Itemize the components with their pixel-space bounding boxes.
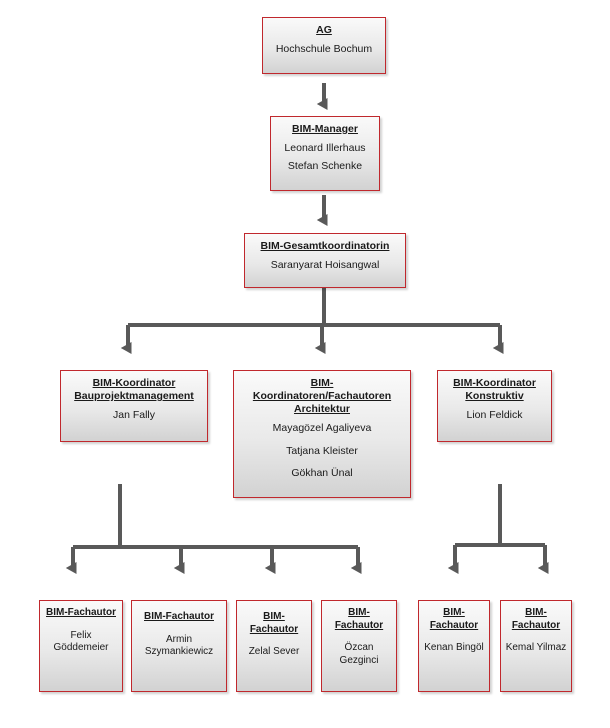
node-koordinator-arch-person-3: Gökhan Ünal [291, 466, 353, 479]
node-gesamtkoordinatorin-title: BIM-Gesamtkoordinatorin [260, 240, 390, 252]
node-fachautor-2-person: Armin Szymankiewicz [144, 633, 214, 658]
node-koordinator-bau-title: BIM-Koordinator Bauprojektmanagement [74, 377, 194, 403]
node-koordinator-bau-person: Jan Fally [112, 409, 155, 422]
node-koordinator-konst-person: Lion Feldick [466, 409, 523, 422]
node-gesamtkoordinatorin-person: Saranyarat Hoisangwal [270, 259, 380, 272]
node-fachautor-4-person: Özcan Gezginci [339, 642, 379, 666]
node-fachautor-5-person: Kenan Bingöl [424, 642, 484, 653]
node-koordinator-arch-title: BIM-Koordinatoren/Fachautoren Architektu… [252, 377, 392, 416]
node-fachautor-4: BIM-Fachautor Özcan Gezginci [321, 600, 397, 692]
node-gesamtkoordinatorin: BIM-Gesamtkoordinatorin Saranyarat Hoisa… [244, 233, 406, 288]
node-fachautor-3: BIM-Fachautor Zelal Sever [236, 600, 312, 692]
node-koordinator-arch-person-2: Tatjana Kleister [286, 444, 358, 457]
node-ag-person: Hochschule Bochum [275, 43, 373, 56]
node-fachautor-3-title: BIM-Fachautor [249, 611, 299, 635]
node-ag-title: AG [316, 24, 332, 36]
node-fachautor-5-title: BIM-Fachautor [429, 607, 479, 631]
node-koordinator-konst: BIM-Koordinator Konstruktiv Lion Feldick [437, 370, 552, 442]
node-fachautor-6-title: BIM-Fachautor [511, 607, 561, 631]
node-ag: AG Hochschule Bochum [262, 17, 386, 74]
node-fachautor-1-title: BIM-Fachautor [46, 607, 116, 618]
node-bim-manager-title: BIM-Manager [292, 123, 358, 135]
node-koordinator-arch: BIM-Koordinatoren/Fachautoren Architektu… [233, 370, 411, 498]
node-koordinator-konst-title: BIM-Koordinator Konstruktiv [453, 377, 536, 403]
node-fachautor-1: BIM-Fachautor Felix Göddemeier [39, 600, 123, 692]
node-fachautor-5: BIM-Fachautor Kenan Bingöl [418, 600, 490, 692]
node-bim-manager-person-2: Stefan Schenke [287, 160, 363, 173]
node-fachautor-1-person: Felix Göddemeier [53, 629, 109, 654]
node-fachautor-2-title: BIM-Fachautor [144, 611, 214, 622]
node-fachautor-6: BIM-Fachautor Kemal Yilmaz [500, 600, 572, 692]
node-fachautor-2: BIM-Fachautor Armin Szymankiewicz [131, 600, 227, 692]
node-fachautor-3-person: Zelal Sever [248, 646, 300, 657]
node-koordinator-arch-person-1: Mayagözel Agaliyeva [272, 422, 372, 435]
node-fachautor-6-person: Kemal Yilmaz [505, 642, 567, 653]
node-fachautor-4-title: BIM-Fachautor [334, 607, 384, 631]
node-koordinator-bau: BIM-Koordinator Bauprojektmanagement Jan… [60, 370, 208, 442]
node-bim-manager-person-1: Leonard Illerhaus [284, 142, 366, 155]
node-bim-manager: BIM-Manager Leonard Illerhaus Stefan Sch… [270, 116, 380, 191]
